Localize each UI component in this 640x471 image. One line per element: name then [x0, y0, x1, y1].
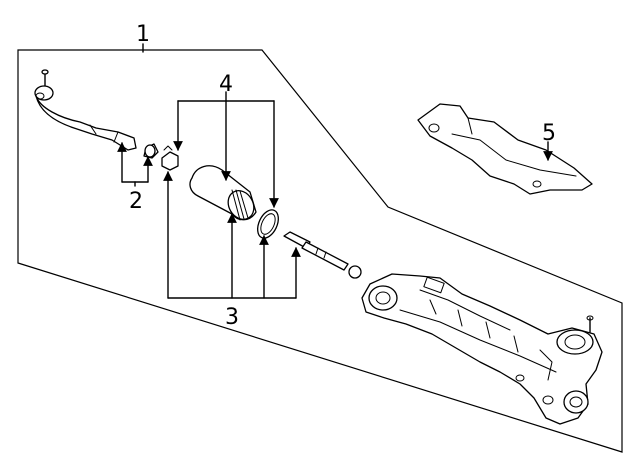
leader-4 — [173, 91, 279, 208]
small-clamp — [161, 145, 179, 171]
inner-tie-rod — [283, 231, 362, 279]
steering-boot — [189, 165, 257, 221]
heat-shield — [417, 103, 593, 195]
callout-3: 3 — [225, 305, 239, 330]
o-ring — [257, 209, 279, 239]
leader-3 — [163, 171, 301, 299]
callout-2: 2 — [129, 189, 143, 214]
callout-4: 4 — [219, 72, 233, 97]
steering-gear-housing — [361, 273, 603, 425]
outer-tie-rod-end — [34, 69, 137, 151]
boot-clamp — [143, 143, 159, 159]
callout-1: 1 — [136, 22, 150, 47]
leader-2 — [117, 142, 153, 187]
assembly-boundary — [17, 49, 623, 453]
callout-5: 5 — [542, 121, 556, 146]
